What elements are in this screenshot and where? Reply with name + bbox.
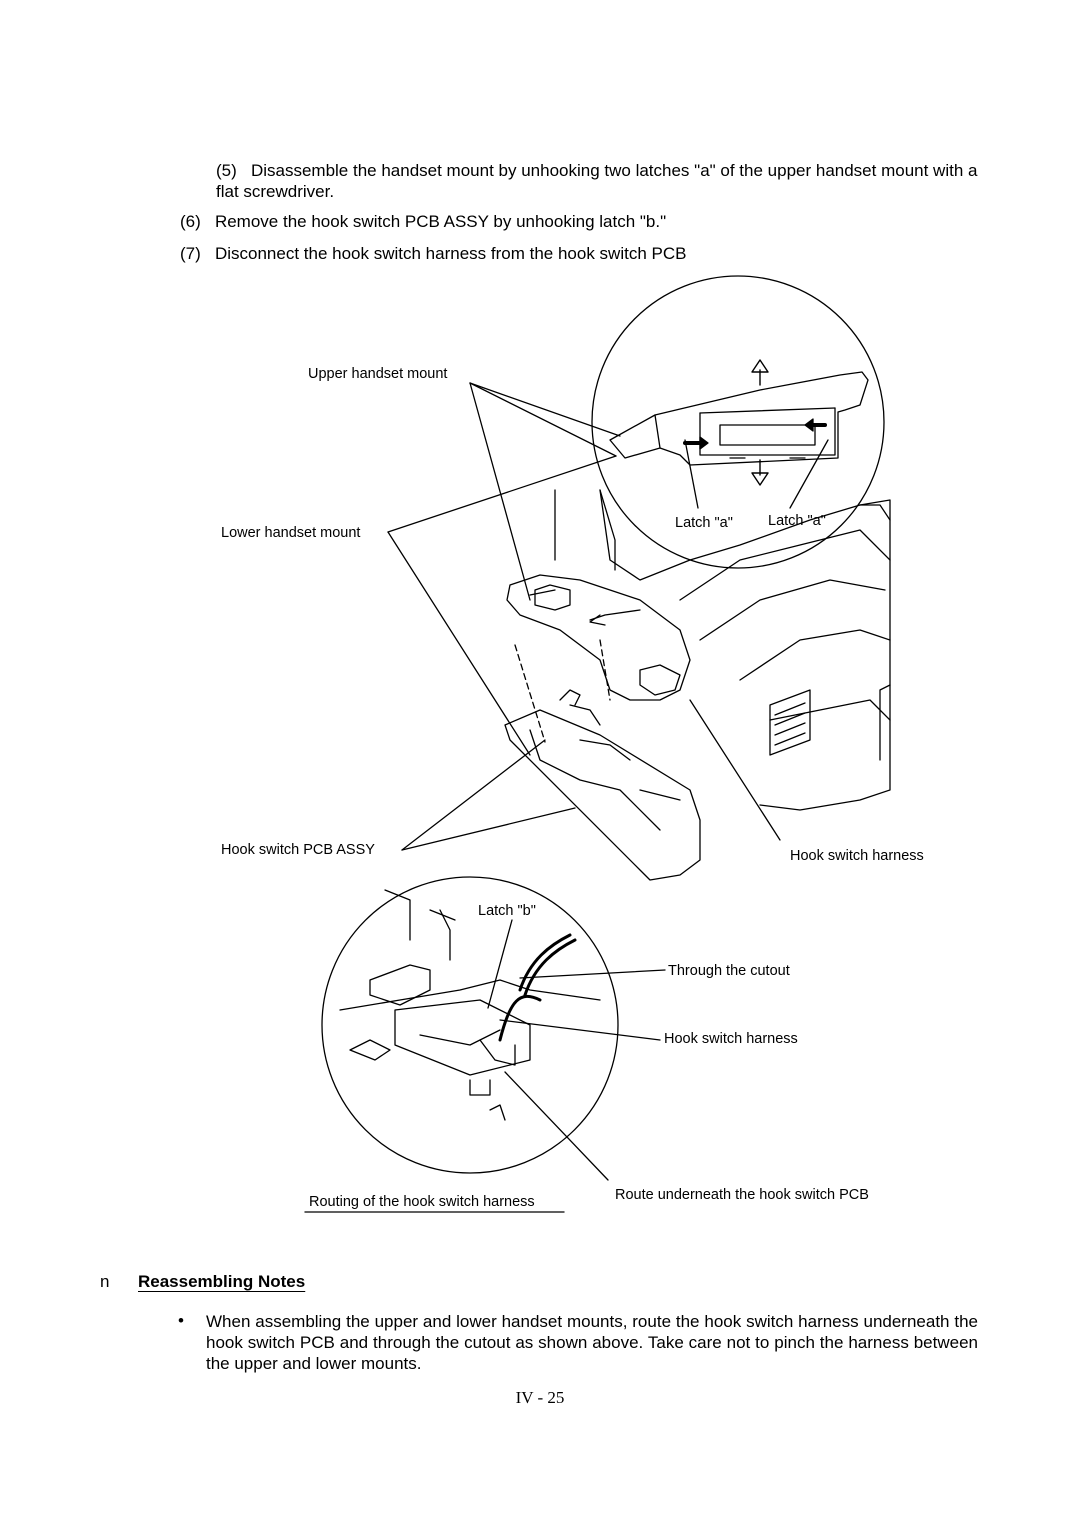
step-7: (7) Disconnect the hook switch harness f…: [180, 243, 686, 264]
notes-bullet: •: [178, 1311, 184, 1330]
label-hook-switch-pcb-assy: Hook switch PCB ASSY: [221, 842, 375, 858]
notes-marker: n: [100, 1272, 110, 1291]
label-latch-a-1: Latch "a": [675, 515, 733, 531]
step-6: (6) Remove the hook switch PCB ASSY by u…: [180, 211, 666, 232]
label-route-underneath: Route underneath the hook switch PCB: [615, 1187, 869, 1203]
label-latch-a-2: Latch "a": [768, 513, 826, 529]
notes-title: Reassembling Notes: [138, 1272, 306, 1291]
page-number: IV - 25: [515, 1388, 565, 1407]
label-routing-caption: Routing of the hook switch harness: [309, 1194, 535, 1210]
label-through-cutout: Through the cutout: [668, 963, 790, 979]
label-hook-switch-harness-top: Hook switch harness: [790, 848, 924, 864]
label-upper-handset-mount: Upper handset mount: [308, 366, 448, 382]
step-6-text: Remove the hook switch PCB ASSY by unhoo…: [214, 212, 667, 231]
label-latch-b: Latch "b": [478, 903, 536, 919]
step-5-number: (5): [216, 161, 237, 180]
latch-a-detail-circle: [591, 275, 885, 569]
reassembling-notes-heading: n Reassembling Notes: [100, 1272, 305, 1292]
notes-text: When assembling the upper and lower hand…: [206, 1312, 978, 1373]
step-5: (5) Disassemble the handset mount by unh…: [216, 160, 978, 202]
step-6-number: (6): [180, 212, 201, 231]
step-5-text: Disassemble the handset mount by unhooki…: [216, 161, 978, 201]
step-7-text: Disconnect the hook switch harness from …: [214, 244, 687, 263]
label-lower-handset-mount: Lower handset mount: [221, 525, 361, 541]
latch-b-detail-circle: [321, 876, 619, 1174]
step-7-number: (7): [180, 244, 201, 263]
label-hook-switch-harness-detail: Hook switch harness: [664, 1031, 798, 1047]
